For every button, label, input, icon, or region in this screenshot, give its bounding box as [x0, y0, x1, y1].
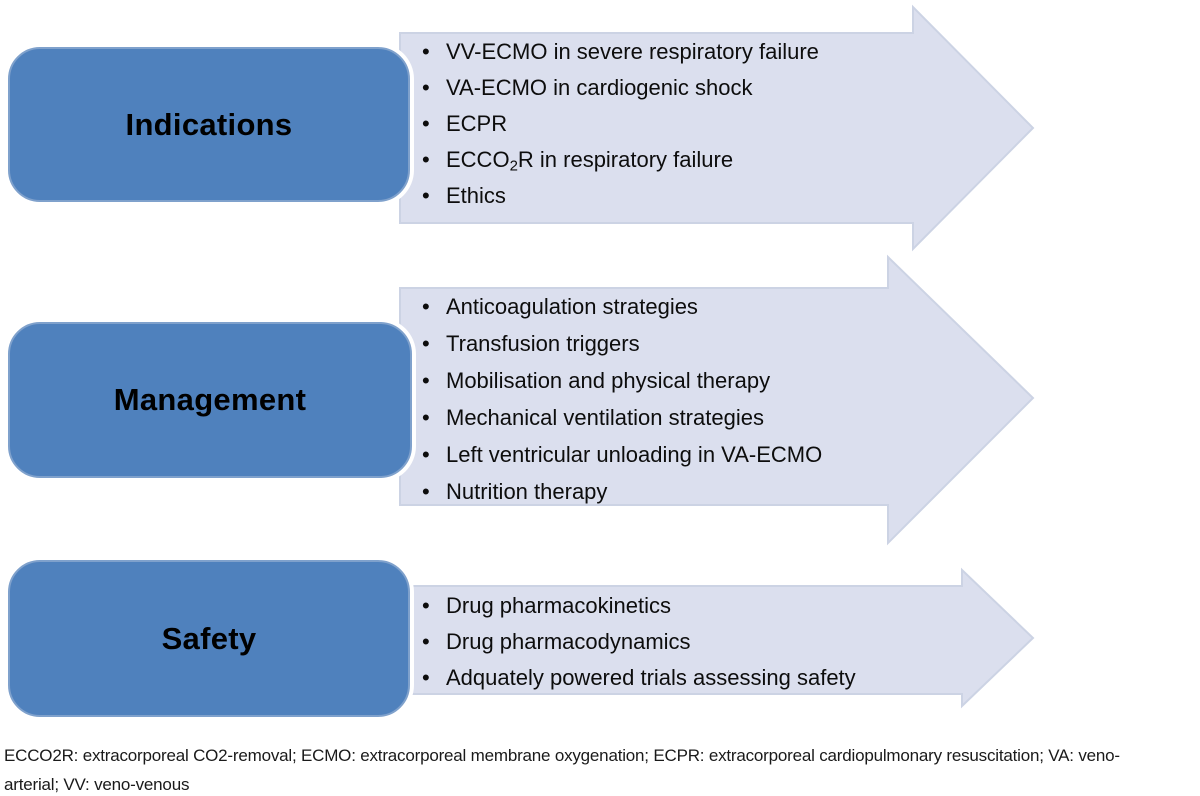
safety-bullet-list: Drug pharmacokinetics Drug pharmacodynam… [420, 588, 856, 696]
bullet-item: Drug pharmacodynamics [420, 624, 856, 660]
bullet-item: VV-ECMO in severe respiratory failure [420, 34, 819, 70]
management-bullet-list: Anticoagulation strategies Transfusion t… [420, 288, 822, 510]
footnote-line: ECCO2R: extracorporeal CO2-removal; ECMO… [4, 746, 1120, 765]
safety-label: Safety [161, 620, 257, 656]
bullet-item: Drug pharmacokinetics [420, 588, 856, 624]
footnote-line: arterial; VV: veno-venous [4, 775, 190, 794]
bullet-item: ECCO2R in respiratory failure [420, 142, 819, 178]
indications-label: Indications [125, 106, 293, 142]
indications-bullet-list: VV-ECMO in severe respiratory failure VA… [420, 34, 819, 214]
bullet-item: Anticoagulation strategies [420, 288, 822, 325]
bullet-item: Adquately powered trials assessing safet… [420, 660, 856, 696]
bullet-item: Left ventricular unloading in VA-ECMO [420, 436, 822, 473]
management-label: Management [113, 382, 307, 417]
bullet-item: ECPR [420, 106, 819, 142]
bullet-item: Ethics [420, 178, 819, 214]
indications-box: Indications [8, 47, 410, 202]
bullet-item: Mobilisation and physical therapy [420, 362, 822, 399]
bullet-item: VA-ECMO in cardiogenic shock [420, 70, 819, 106]
bullet-text-post: R in respiratory failure [517, 147, 734, 172]
bullet-text-pre: ECCO [446, 147, 510, 172]
management-box: Management [8, 322, 412, 478]
bullet-item: Nutrition therapy [420, 473, 822, 510]
abbreviations-footnote: ECCO2R: extracorporeal CO2-removal; ECMO… [4, 741, 1198, 796]
bullet-item: Transfusion triggers [420, 325, 822, 362]
safety-box: Safety [8, 560, 410, 717]
bullet-item: Mechanical ventilation strategies [420, 399, 822, 436]
subscript-2: 2 [509, 157, 518, 175]
